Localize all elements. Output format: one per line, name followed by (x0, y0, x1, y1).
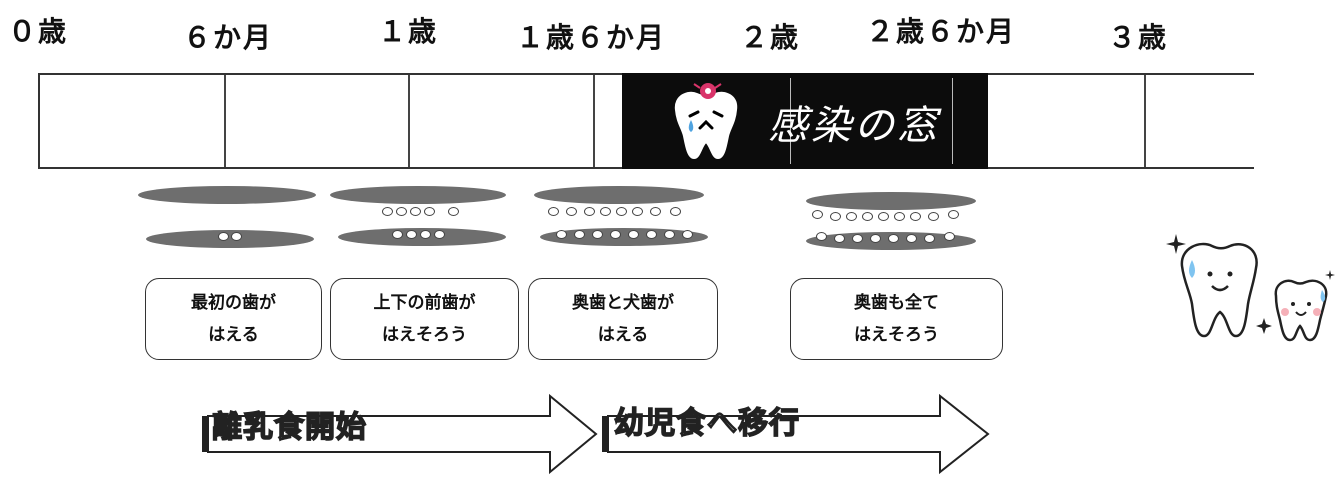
infection-window-label: 感染の窓 (768, 103, 940, 149)
stage-text: 最初の歯が はえる (191, 293, 276, 345)
happy-teeth-icon (1166, 234, 1335, 342)
crying-tooth-icon (674, 83, 738, 160)
timeline-tick (224, 75, 226, 167)
stage-text: 奥歯と犬歯が はえる (572, 293, 674, 345)
stage-box-all-molars: 奥歯も全て はえそろう (790, 278, 1003, 360)
diet-arrow-toddler-food-label: 幼児食へ移行 (613, 405, 800, 442)
timeline-tick (408, 75, 410, 167)
age-label-6m: ６か月 (183, 21, 274, 54)
timeline-tick (1144, 75, 1146, 167)
stage-box-molars-canines: 奥歯と犬歯が はえる (528, 278, 718, 360)
stage-text: 奥歯も全て はえそろう (854, 293, 939, 345)
age-label-1y6m: １歳６か月 (516, 21, 667, 54)
stage-text: 上下の前歯が はえそろう (373, 293, 476, 345)
diet-arrow-toddler-food (602, 393, 990, 475)
diet-arrow-weaning (202, 393, 598, 475)
age-label-3y: ３歳 (1108, 21, 1169, 54)
timeline-tick (593, 75, 595, 167)
age-label-2y6m: ２歳６か月 (866, 15, 1017, 48)
age-label-2y: ２歳 (740, 21, 801, 54)
timeline-tick (952, 78, 953, 164)
age-label-1y: １歳 (378, 15, 439, 48)
diet-arrow-weaning-label: 離乳食開始 (211, 409, 367, 446)
age-label-0: ０歳 (8, 15, 69, 48)
stage-box-first-tooth: 最初の歯が はえる (145, 278, 322, 360)
timeline-tick (790, 78, 791, 164)
stage-box-front-teeth: 上下の前歯が はえそろう (330, 278, 519, 360)
